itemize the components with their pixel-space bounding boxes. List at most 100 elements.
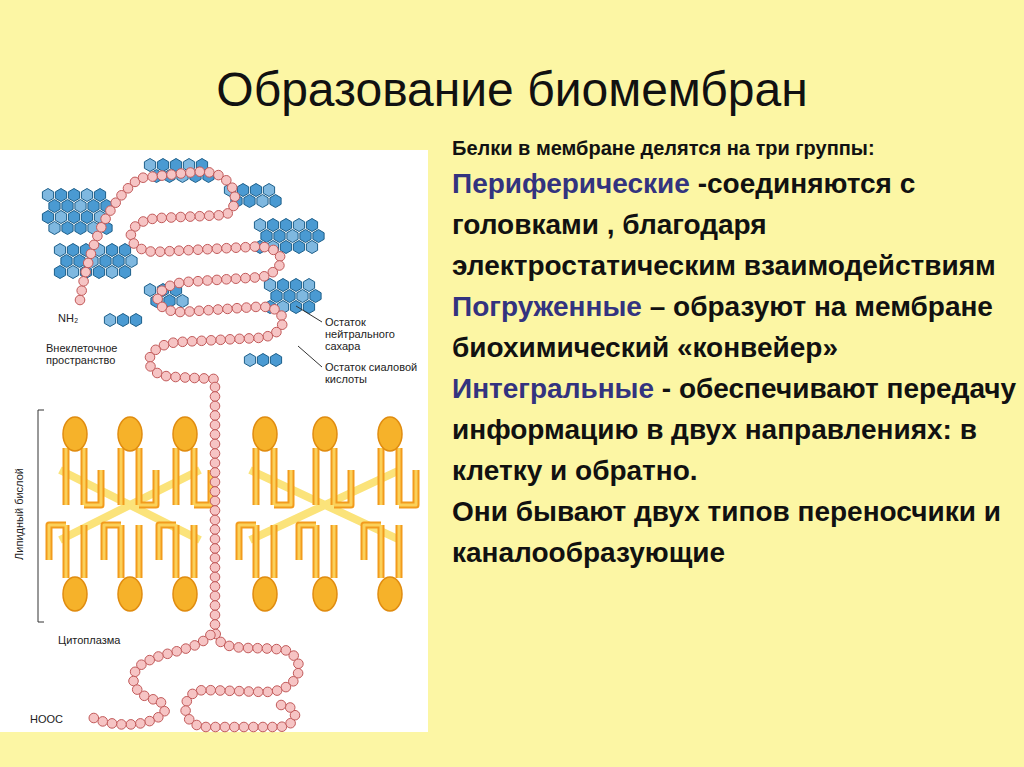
amino-acid-bead xyxy=(260,242,270,252)
amino-acid-bead xyxy=(136,719,146,729)
sugar-ring xyxy=(119,266,130,279)
lipid-head xyxy=(118,577,142,611)
amino-acid-bead xyxy=(210,525,220,535)
amino-acid-bead xyxy=(210,544,220,554)
amino-acid-bead xyxy=(172,647,182,657)
region-label: Цитоплазма xyxy=(58,634,148,646)
amino-acid-bead xyxy=(253,687,263,697)
amino-acid-bead xyxy=(184,277,194,287)
amino-acid-bead xyxy=(93,231,103,241)
bracket-label: Липидный бислой xyxy=(13,449,25,579)
amino-acid-bead xyxy=(161,371,171,381)
sugar-ring xyxy=(254,219,265,232)
sugar-ring xyxy=(277,279,288,292)
sugar-ring xyxy=(62,200,73,213)
amino-acid-bead xyxy=(204,305,214,315)
sugar-ring xyxy=(54,266,65,279)
amino-acid-bead xyxy=(210,468,220,478)
sugar-ring xyxy=(42,189,53,202)
bracket-line xyxy=(38,410,44,622)
sugar-ring xyxy=(54,244,65,257)
amino-acid-bead xyxy=(192,720,202,730)
amino-acid-bead xyxy=(165,246,175,256)
amino-acid-bead xyxy=(140,691,150,701)
amino-acid-bead xyxy=(258,722,268,732)
sugar-ring xyxy=(290,279,301,292)
amino-acid-bead xyxy=(210,401,220,411)
amino-acid-bead xyxy=(250,242,260,252)
amino-acid-bead xyxy=(174,246,184,256)
amino-acid-bead xyxy=(89,713,99,723)
group-text: Погруженные – образуют на мембране биохи… xyxy=(452,286,1018,368)
amino-acid-bead xyxy=(232,303,242,313)
sugar-ring xyxy=(144,284,155,297)
amino-acid-bead xyxy=(285,703,295,713)
amino-acid-bead xyxy=(222,243,232,253)
bilayer-bracket xyxy=(38,410,44,622)
lipid-tail-core xyxy=(364,448,416,578)
sugar-chains xyxy=(42,159,324,367)
sugar-ring xyxy=(257,195,268,208)
sugar-ring xyxy=(270,195,281,208)
lipid-tail-core xyxy=(104,448,156,578)
amino-acid-bead xyxy=(276,700,286,710)
amino-acid-chain xyxy=(75,167,303,732)
term: Интегральные xyxy=(452,373,654,404)
group-label: HOOC xyxy=(30,713,74,725)
amino-acid-bead xyxy=(210,553,220,563)
lipid-head xyxy=(313,417,337,451)
sugar-ring xyxy=(67,266,78,279)
amino-acid-bead xyxy=(234,686,244,696)
amino-acid-bead xyxy=(138,173,148,183)
sugar-ring xyxy=(310,290,321,303)
sugar-ring xyxy=(81,211,92,224)
lipid-head xyxy=(253,417,277,451)
lipid-head xyxy=(378,417,402,451)
amino-acid-bead xyxy=(166,213,176,223)
amino-acid-bead xyxy=(182,697,192,707)
amino-acid-bead xyxy=(243,643,253,653)
amino-acid-bead xyxy=(107,719,117,729)
amino-acid-bead xyxy=(130,667,140,677)
sugar-ring xyxy=(293,241,304,254)
amino-acid-bead xyxy=(210,620,220,630)
amino-acid-bead xyxy=(227,183,237,193)
amino-acid-bead xyxy=(199,374,209,384)
lipid-head xyxy=(63,417,87,451)
term: Погруженные xyxy=(452,291,642,322)
amino-acid-bead xyxy=(263,687,273,697)
amino-acid-bead xyxy=(225,686,235,696)
sugar-ring xyxy=(49,200,60,213)
callout-label: Остаток нейтрального сахара xyxy=(325,316,425,352)
amino-acid-bead xyxy=(214,211,224,221)
amino-acid-bead xyxy=(210,449,220,459)
sugar-ring xyxy=(75,200,86,213)
amino-acid-bead xyxy=(176,212,186,222)
amino-acid-bead xyxy=(146,247,156,257)
sugar-ring xyxy=(106,266,117,279)
amino-acid-bead xyxy=(154,713,164,723)
amino-acid-bead xyxy=(206,685,216,695)
amino-acid-bead xyxy=(215,686,225,696)
amino-acid-bead xyxy=(210,430,220,440)
body-text: Они бывают двух типов переносчики и кана… xyxy=(452,496,1001,568)
lipid-head xyxy=(173,417,197,451)
lipid-tail-core xyxy=(299,448,351,578)
sugar-ring xyxy=(61,255,72,268)
amino-acid-bead xyxy=(212,275,222,285)
amino-acid-bead xyxy=(210,591,220,601)
intro-line: Белки в мембране делятся на три группы: xyxy=(452,133,1018,163)
amino-acid-bead xyxy=(210,382,220,392)
amino-acid-bead xyxy=(79,277,89,287)
lipid-tail xyxy=(104,448,156,578)
amino-acid-bead xyxy=(212,244,222,254)
sugar-ring xyxy=(68,189,79,202)
amino-acid-bead xyxy=(155,247,165,257)
lipid-tail xyxy=(364,448,416,578)
amino-acid-bead xyxy=(77,286,87,296)
amino-acid-bead xyxy=(210,420,220,430)
sugar-ring xyxy=(303,279,314,292)
lipid-head xyxy=(313,577,337,611)
sugar-ring xyxy=(297,290,308,303)
amino-acid-bead xyxy=(210,582,220,592)
